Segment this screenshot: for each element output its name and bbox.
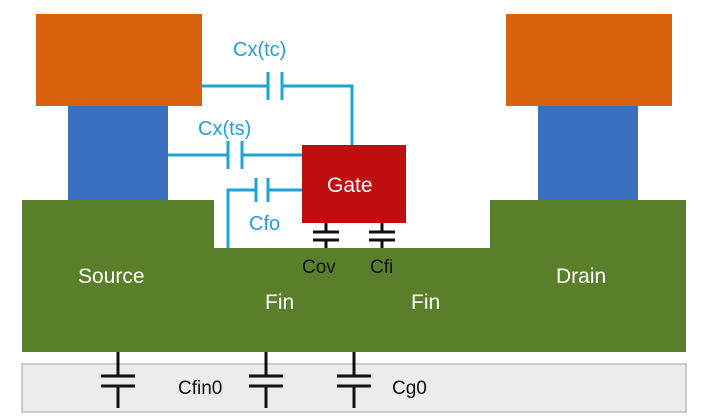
cfo-label: Cfo xyxy=(249,213,280,235)
fin-right-label: Fin xyxy=(411,291,440,314)
cg0-capacitor xyxy=(337,352,371,408)
silicon-body xyxy=(22,200,686,352)
drain-contact xyxy=(506,14,672,106)
source-label: Source xyxy=(78,265,145,288)
cx-tc-capacitor xyxy=(202,72,354,145)
cfin0-label: Cfin0 xyxy=(178,378,222,399)
gate-label: Gate xyxy=(327,174,373,197)
gate-block xyxy=(302,145,406,223)
cfo-capacitor xyxy=(226,178,302,248)
fin-left-label: Fin xyxy=(265,291,294,314)
source-contact xyxy=(36,14,202,106)
cov-capacitor xyxy=(313,223,339,248)
cfin0-capacitor-left xyxy=(101,352,135,408)
cx-ts-capacitor xyxy=(168,141,302,169)
drain-label: Drain xyxy=(556,265,606,288)
cx-tc-label: Cx(tc) xyxy=(233,39,286,61)
cfin0-capacitor-right xyxy=(249,352,283,408)
cov-label: Cov xyxy=(302,257,336,278)
drain-via xyxy=(538,106,638,200)
source-via xyxy=(68,106,168,200)
cfi-capacitor xyxy=(369,223,395,248)
cx-ts-label: Cx(ts) xyxy=(198,118,251,140)
cg0-label: Cg0 xyxy=(392,378,427,399)
cfi-label: Cfi xyxy=(370,257,393,278)
